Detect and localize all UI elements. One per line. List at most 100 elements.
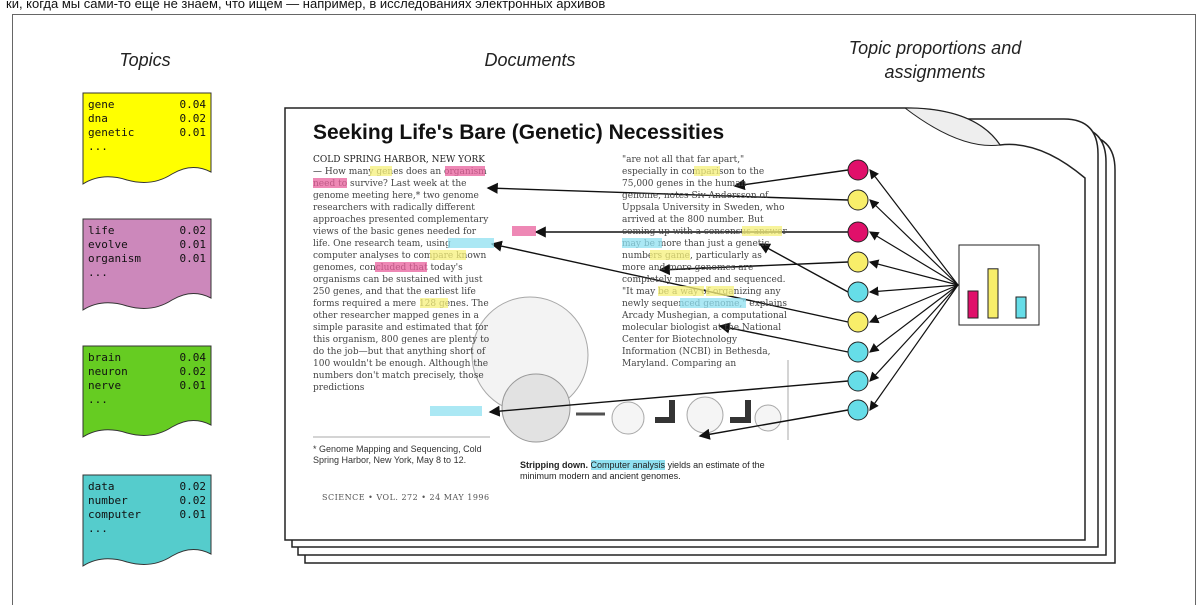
- caption-highlight: Computer analysis: [590, 460, 666, 470]
- assignment-circle-cyan: [847, 370, 869, 392]
- circle-to-word-arrow: [490, 240, 849, 323]
- topic-word-probability: 0.01: [179, 252, 207, 265]
- histogram-to-circle-arrow: [868, 231, 959, 286]
- topic-card-shape: [82, 345, 212, 438]
- proportion-bar: [987, 268, 999, 319]
- dateline: COLD SPRING HARBOR, NEW YORK—: [313, 155, 485, 177]
- topic-word: neuron: [88, 365, 128, 378]
- documents-heading: Documents: [484, 50, 576, 70]
- assignment-circles: [847, 159, 869, 421]
- highlight-genetic: [742, 226, 782, 236]
- assignment-circle-pink: [847, 221, 869, 243]
- front-page: [284, 107, 1086, 541]
- caption-bold: Stripping down.: [520, 460, 588, 470]
- figure-caption: Stripping down. Computer analysis yields…: [520, 460, 775, 482]
- topic-word: number: [88, 494, 128, 507]
- highlight-life: [512, 226, 536, 236]
- proportions-heading: Topic proportions and assignments: [848, 38, 1022, 82]
- histogram-to-circle-arrow: [869, 284, 959, 411]
- topic-word-row: computer 0.01: [88, 508, 206, 522]
- topic-word-probability: 0.02: [179, 494, 207, 507]
- top-caption-strip: ки, когда мы сами-то ещё не знаем, что и…: [6, 0, 606, 11]
- topic-word: genetic: [88, 126, 135, 139]
- topic-word-probability: 0.01: [179, 126, 207, 139]
- assignment-circle-cyan: [847, 281, 869, 303]
- histogram-to-circle-arrow: [869, 199, 959, 286]
- circle-to-word-arrow: [658, 261, 849, 276]
- document-column-2: "are not all that far apart," especially…: [622, 154, 787, 370]
- topic-word-probability: 0.02: [179, 365, 207, 378]
- topic-word-row: gene 0.04: [88, 98, 206, 112]
- topic-word: gene: [88, 98, 115, 111]
- highlight-predictions: [430, 406, 482, 416]
- highlight-genomes-2: [650, 250, 690, 260]
- topic-card-shape: [82, 92, 212, 185]
- highlight-computational: [680, 298, 746, 308]
- topic-more: ...: [88, 393, 108, 406]
- highlight-organism: [445, 166, 485, 176]
- topic-word-probability: 0.02: [179, 112, 207, 125]
- histogram-to-circle-arrow: [869, 284, 959, 353]
- histogram-to-circle-arrow: [868, 284, 959, 324]
- proportion-bar: [1015, 296, 1027, 319]
- topic-word-row: data 0.02: [88, 480, 206, 494]
- genome-diagram: [471, 296, 789, 443]
- highlight-computer: [448, 238, 494, 248]
- topic-word: brain: [88, 351, 122, 364]
- assignment-circle-cyan: [847, 341, 869, 363]
- histogram-to-circle-arrow: [869, 169, 959, 286]
- topic-word-probability: 0.01: [179, 508, 207, 521]
- topic-word-probability: 0.04: [179, 351, 207, 364]
- topic-card-shape: [82, 218, 212, 311]
- proportion-bar: [967, 290, 979, 319]
- topic-word-row: number 0.02: [88, 494, 206, 508]
- topic-card-shape: [82, 474, 212, 567]
- highlight-survive: [313, 178, 347, 188]
- topic-word-row: neuron 0.02: [88, 365, 206, 379]
- document-column-1: COLD SPRING HARBOR, NEW YORK— How many g…: [313, 154, 491, 394]
- document-title: Seeking Life's Bare (Genetic) Necessitie…: [313, 121, 725, 144]
- topics-heading: Topics: [119, 50, 171, 70]
- column-2-text: "are not all that far apart," especially…: [622, 155, 787, 369]
- topic-word-probability: 0.02: [179, 224, 207, 237]
- footnote: * Genome Mapping and Sequencing, Cold Sp…: [313, 444, 482, 465]
- topic-word: data: [88, 480, 115, 493]
- topic-word-probability: 0.01: [179, 238, 207, 251]
- topic-word-probability: 0.04: [179, 98, 207, 111]
- highlight-genome: [706, 286, 734, 296]
- assignment-circle-yellow: [847, 251, 869, 273]
- highlight-genes-2: [694, 166, 720, 176]
- topic-word: evolve: [88, 238, 128, 251]
- highlight-numbers: [622, 238, 662, 248]
- assignment-circle-yellow: [847, 311, 869, 333]
- topic-word-row: genetic 0.01: [88, 126, 206, 140]
- histogram-to-circle-arrow: [868, 259, 959, 286]
- circle-to-word-arrow: [486, 182, 849, 201]
- page-footer: SCIENCE • VOL. 272 • 24 MAY 1996: [322, 493, 490, 502]
- highlight-sequenced: [658, 286, 704, 296]
- topic-word: computer: [88, 508, 141, 521]
- topic-more: ...: [88, 140, 108, 153]
- assignment-circle-yellow: [847, 189, 869, 211]
- topic-word-probability: 0.01: [179, 379, 207, 392]
- assignment-arrows: [486, 169, 959, 440]
- topic-word-probability: 0.02: [179, 480, 207, 493]
- highlight-organisms: [375, 262, 427, 272]
- proportion-histogram: [958, 244, 1040, 326]
- topic-word-row: brain 0.04: [88, 351, 206, 365]
- topic-more: ...: [88, 266, 108, 279]
- assignment-circle-pink: [847, 159, 869, 181]
- highlight-gene: [370, 166, 392, 176]
- circle-to-word-arrow: [698, 409, 849, 440]
- highlight-genes: [420, 298, 448, 308]
- topic-word-row: evolve 0.01: [88, 238, 206, 252]
